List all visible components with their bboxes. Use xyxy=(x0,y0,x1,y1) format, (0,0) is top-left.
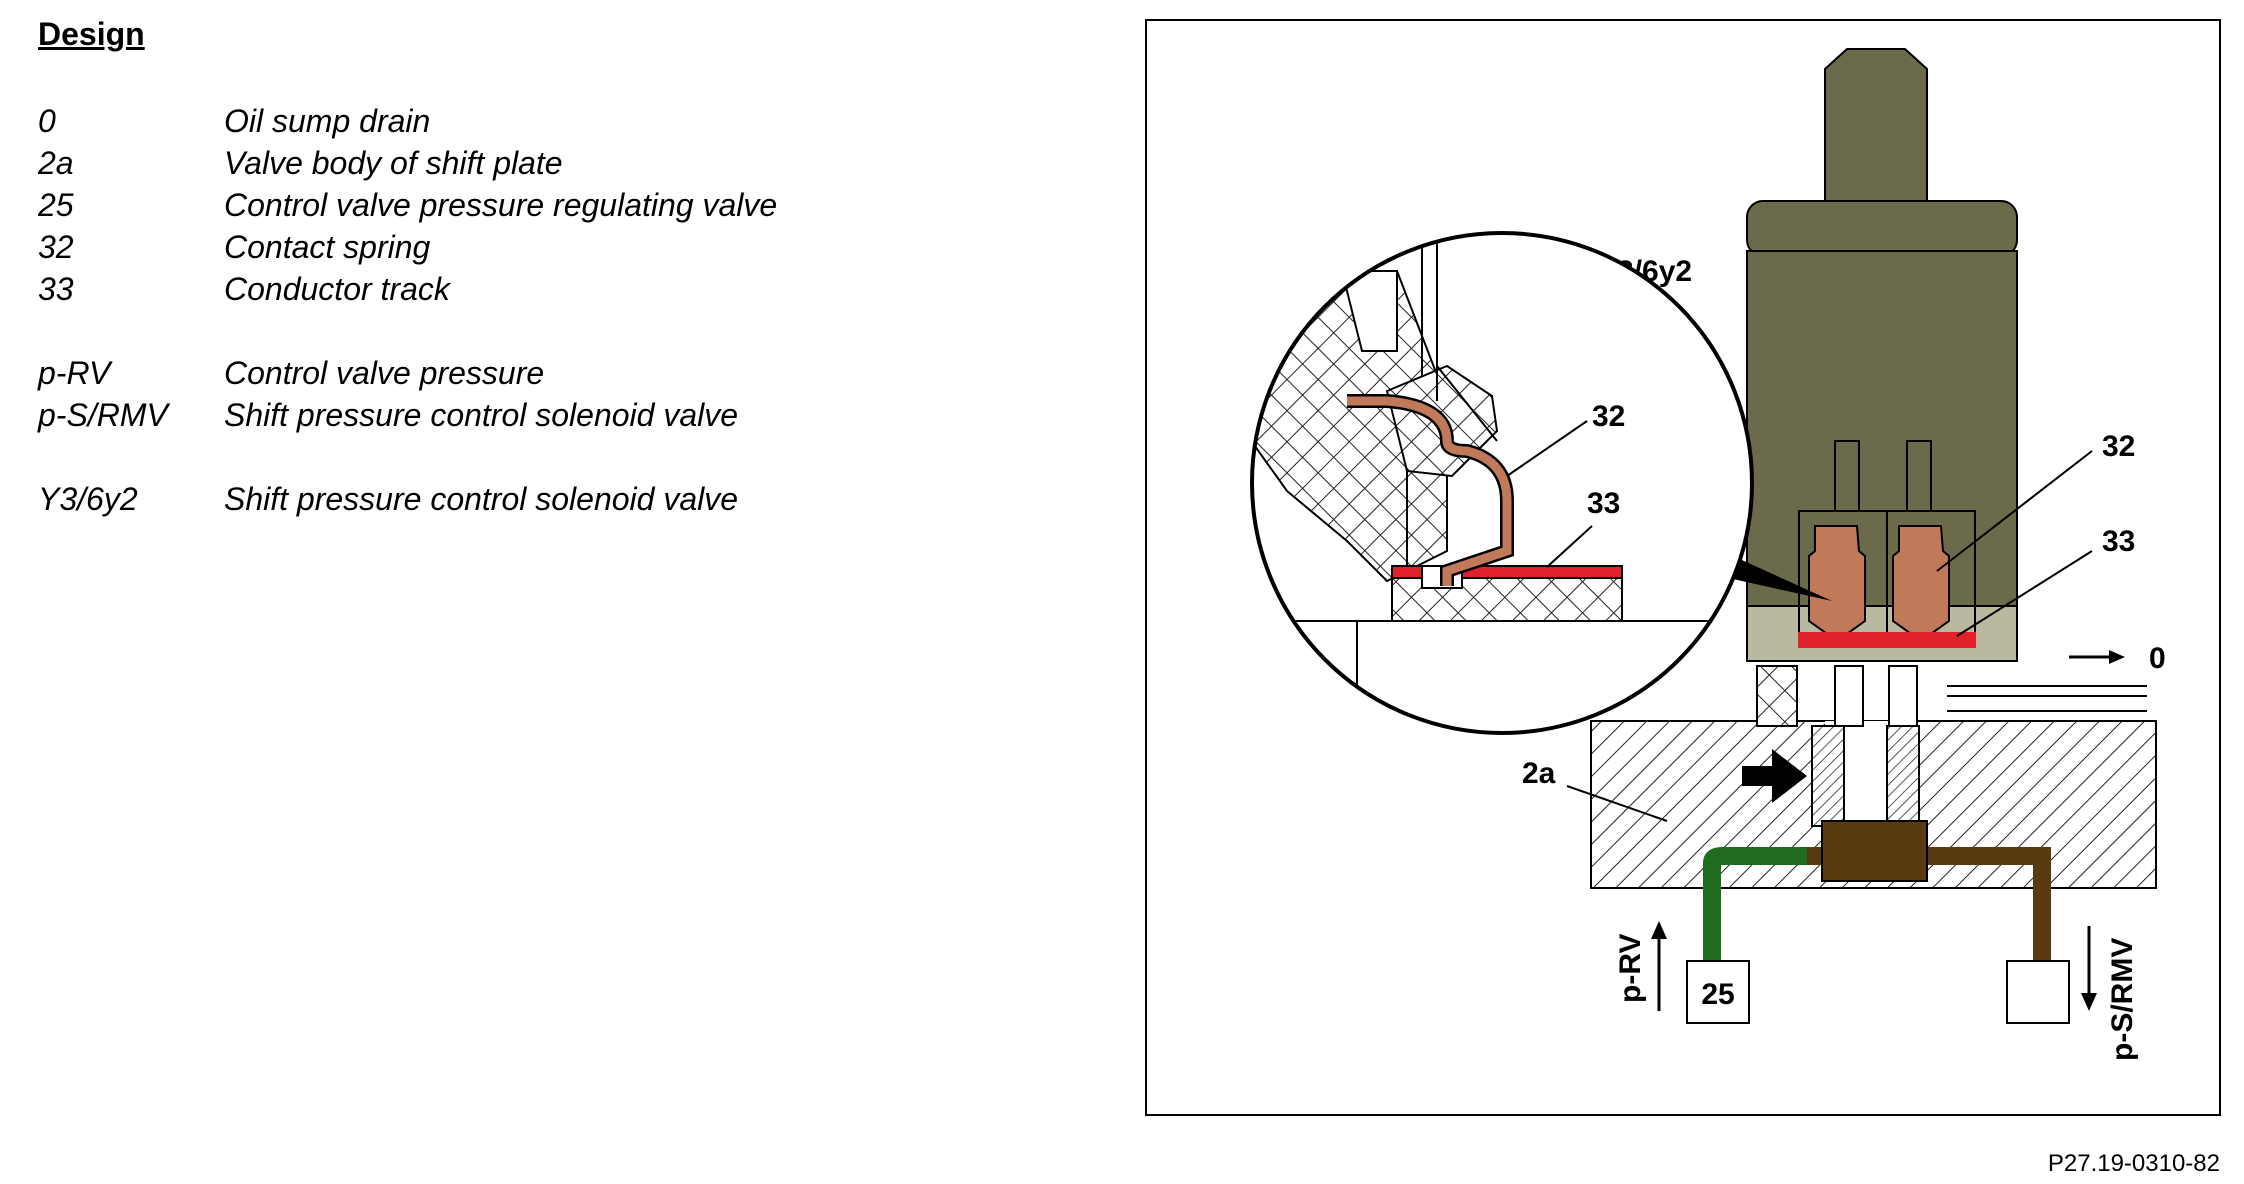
legend-desc: Oil sump drain xyxy=(224,103,431,139)
legend-key: 25 xyxy=(38,187,74,223)
drain-arrow-icon xyxy=(2069,650,2125,664)
legend-desc: Control valve pressure xyxy=(224,355,545,391)
oil-channels xyxy=(1703,820,2051,961)
diagram-frame: 25 p-RV p-S/RMV xyxy=(1145,19,2221,1116)
label-33-detail: 33 xyxy=(1587,487,1620,520)
port-25: 25 xyxy=(1686,960,1750,1024)
label-p-rv: p-RV xyxy=(1614,934,1647,1003)
detail-magnifier xyxy=(1250,231,1754,735)
arrow-down-icon xyxy=(2081,926,2097,1011)
legend-desc: Shift pressure control solenoid valve xyxy=(224,397,739,433)
legend-key: Y3/6y2 xyxy=(38,481,138,517)
figure-reference: P27.19-0310-82 xyxy=(2047,1150,2220,1177)
legend-key: p-RV xyxy=(38,355,111,391)
legend-desc: Contact spring xyxy=(224,229,431,265)
label-0: 0 xyxy=(2149,642,2166,675)
label-32-detail: 32 xyxy=(1592,400,1625,433)
section-heading: Design xyxy=(38,16,145,52)
valve-diagram: 25 p-RV p-S/RMV xyxy=(1250,48,2166,1061)
solenoid-valve-y3-6y2 xyxy=(1746,48,2147,727)
legend-key: 2a xyxy=(38,145,74,181)
label-25: 25 xyxy=(1701,978,1734,1011)
label-33-main: 33 xyxy=(2102,525,2135,558)
label-p-srmv: p-S/RMV xyxy=(2106,938,2139,1061)
legend-desc: Valve body of shift plate xyxy=(224,145,563,181)
port-psrmv xyxy=(2006,960,2070,1024)
legend-key: 33 xyxy=(38,271,74,307)
legend-desc: Shift pressure control solenoid valve xyxy=(224,481,739,517)
legend-desc: Control valve pressure regulating valve xyxy=(224,187,778,223)
flow-arrow-icon xyxy=(1742,749,1807,803)
legend-key: 0 xyxy=(38,103,56,139)
legend-key: p-S/RMV xyxy=(38,397,168,433)
arrow-up-icon xyxy=(1651,921,1667,1011)
legend-desc: Conductor track xyxy=(224,271,450,307)
valve-body-2a xyxy=(1590,720,2157,889)
label-32-main: 32 xyxy=(2102,430,2135,463)
legend-key: 32 xyxy=(38,229,74,265)
label-2a: 2a xyxy=(1522,757,1556,790)
